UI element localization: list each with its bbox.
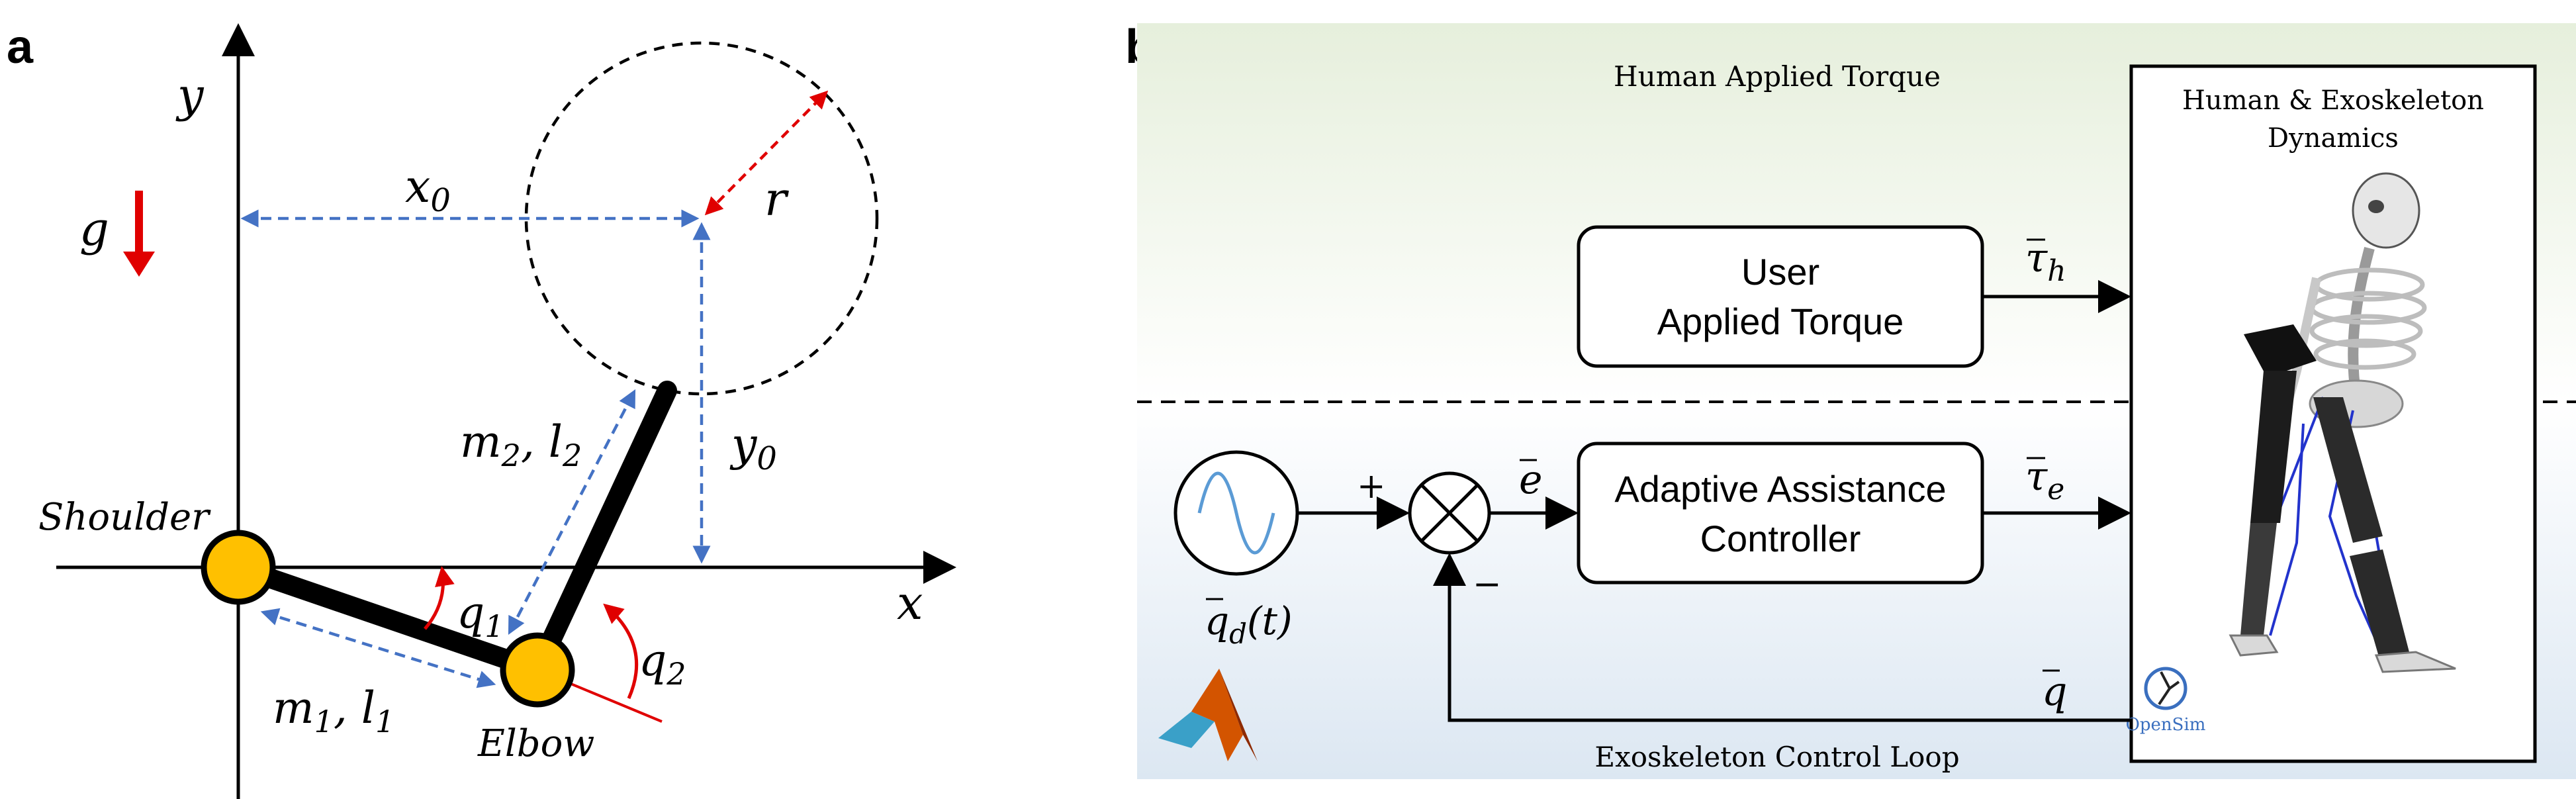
gravity-arrow-head [123, 252, 155, 277]
plus-sign: + [1357, 467, 1386, 506]
x-axis-label: x [897, 576, 923, 630]
gravity-label: g [79, 202, 109, 256]
panel-b: b Human Applied Torque Exoskeleton Contr… [1125, 21, 2576, 779]
controller-block-line1: Adaptive Assistance [1614, 468, 1946, 510]
adaptive-controller-block [1577, 442, 1984, 585]
controller-block-line2: Controller [1700, 518, 1861, 559]
tau-e-label: τe [2025, 453, 2064, 506]
dynamics-title-line2: Dynamics [2268, 123, 2399, 154]
qd-label: qd(t) [1205, 598, 1293, 650]
y0-label: y0 [729, 419, 777, 477]
shoulder-joint [201, 530, 276, 605]
link2-label: m2, l2 [460, 416, 582, 473]
y-axis-label: y [175, 68, 205, 122]
shoulder-label: Shoulder [38, 496, 211, 539]
summing-junction [1408, 471, 1491, 555]
q2-angle-arc [603, 603, 639, 700]
radius-line [704, 90, 829, 216]
link1-dimension-line [260, 608, 496, 688]
opensim-logo: OpenSim [2126, 667, 2206, 735]
elbow-label: Elbow [477, 722, 594, 765]
matlab-logo [1158, 669, 1258, 761]
q-feedback-label: q [2042, 669, 2067, 715]
panel-a-label: a [7, 21, 34, 73]
target-circle [524, 41, 879, 396]
user-block-line2: Applied Torque [1657, 301, 1904, 342]
panel-a: a y x g x0 y0 r m1, l1 m2, l2 [7, 21, 956, 799]
link2-dimension-line [508, 389, 636, 635]
user-applied-torque-block [1577, 225, 1984, 368]
q1-label: q1 [457, 587, 504, 644]
skeleton-illustration [2229, 172, 2456, 673]
q1-angle-arc [424, 566, 455, 630]
x0-label: x0 [405, 161, 451, 219]
q2-label: q2 [639, 635, 686, 692]
link1-label: m1, l1 [273, 682, 394, 739]
feedback-loop [1433, 553, 2131, 722]
tau-h-label: τh [2025, 235, 2066, 288]
bottom-band-title: Exoskeleton Control Loop [1594, 741, 1959, 773]
svg-text:OpenSim: OpenSim [2126, 715, 2206, 735]
sine-wave-icon [1197, 471, 1275, 555]
elbow-joint [500, 632, 575, 708]
user-block-line1: User [1741, 251, 1819, 293]
radius-label: r [764, 172, 789, 226]
dynamics-title-line1: Human & Exoskeleton [2182, 85, 2484, 116]
minus-sign: − [1473, 565, 1502, 604]
error-label: e [1519, 457, 1543, 503]
top-band-title: Human Applied Torque [1614, 60, 1941, 93]
